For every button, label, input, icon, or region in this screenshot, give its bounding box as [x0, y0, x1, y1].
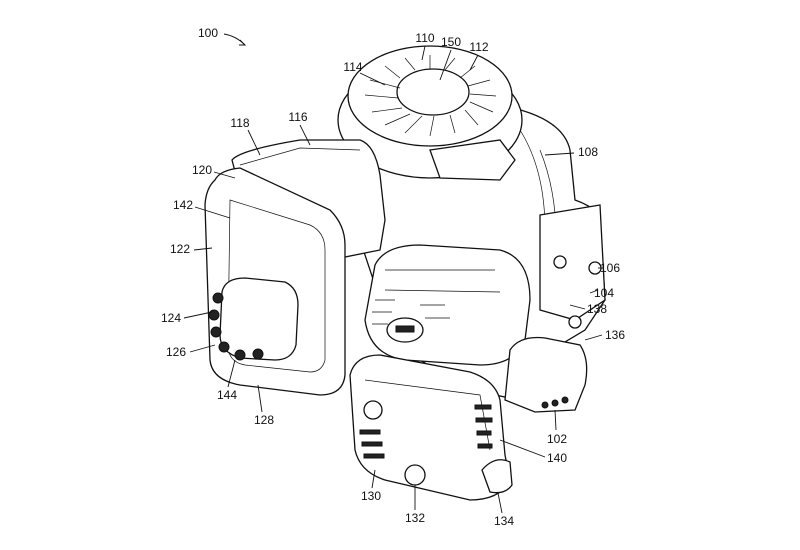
ref-142: 142: [172, 198, 194, 212]
recoil-starter: [337, 45, 523, 181]
ref-100: 100: [197, 26, 219, 40]
ref-118: 118: [230, 116, 250, 130]
ref-140: 140: [546, 451, 568, 465]
ref-132: 132: [404, 511, 426, 525]
ref-102: 102: [546, 432, 568, 446]
ref-130: 130: [360, 489, 382, 503]
ref-144: 144: [216, 388, 238, 402]
ref-116: 116: [288, 110, 308, 124]
ref-126: 126: [165, 345, 187, 359]
ref-122: 122: [169, 242, 191, 256]
ref-138: 138: [586, 302, 608, 316]
ref-108: 108: [577, 145, 599, 159]
air-cleaner: [204, 167, 346, 396]
ref-134: 134: [493, 514, 515, 528]
ref-110: 110: [415, 31, 435, 45]
ref-104: 104: [593, 286, 615, 300]
ref-150: 150: [440, 35, 462, 49]
ref-136: 136: [604, 328, 626, 342]
ref-128: 128: [253, 413, 275, 427]
ref-120: 120: [191, 163, 213, 177]
ref-112: 112: [469, 40, 489, 54]
starter-housing: [504, 336, 588, 413]
side-cover: [364, 244, 531, 366]
leader-lines: [183, 33, 603, 514]
ref-106: 106: [599, 261, 621, 275]
muffler: [349, 354, 513, 501]
fuel-tank: [231, 139, 386, 259]
ref-114: 114: [343, 60, 363, 74]
ref-124: 124: [160, 311, 182, 325]
